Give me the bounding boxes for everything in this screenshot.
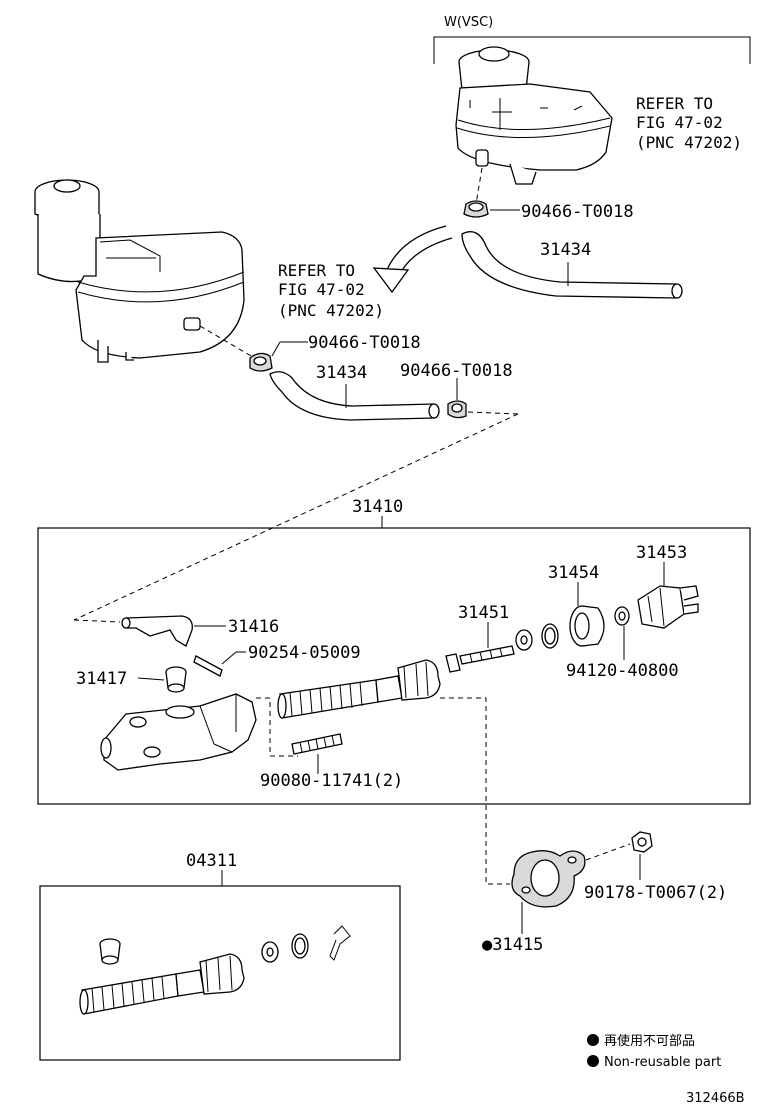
part-31454-boot	[569, 605, 605, 647]
label-31453: 31453	[636, 543, 687, 563]
curved-arrow	[372, 225, 453, 294]
kit-grommet	[99, 938, 121, 965]
clip-left-1	[249, 352, 273, 372]
connection-line-gasket	[440, 697, 510, 885]
part-31417-grommet	[165, 666, 187, 693]
figure-id: 312466B	[686, 1091, 745, 1106]
label-clip-left-1: 90466-T0018	[308, 333, 421, 353]
snap-ring	[541, 623, 559, 649]
label-31410: 31410	[352, 497, 403, 517]
legend: 再使用不可部品 Non-reusable part	[587, 1033, 721, 1070]
label-90178: 90178-T0067(2)	[584, 883, 727, 903]
refer-upper-line2: FIG 47-02	[636, 113, 723, 132]
repair-kit-04311-box	[39, 885, 401, 1061]
washer	[515, 629, 533, 651]
connection-line-to-assembly	[73, 413, 519, 621]
label-clip-left-2: 90466-T0018	[400, 361, 513, 381]
connection-line-upper	[475, 167, 483, 205]
vsc-variant-bracket: W(VSC)	[433, 15, 751, 64]
kit-snap-ring	[291, 933, 309, 959]
part-94120-nut	[614, 606, 630, 626]
refer-left-line2: FIG 47-02	[278, 280, 365, 299]
non-reusable-dot-icon	[587, 1055, 599, 1067]
assembly-31410-box	[37, 527, 751, 805]
legend-line1: 再使用不可部品	[604, 1033, 695, 1049]
kit-piston-assembly	[79, 953, 245, 1015]
label-31417: 31417	[76, 669, 127, 689]
part-31415-gasket	[511, 850, 586, 908]
label-31454: 31454	[548, 563, 599, 583]
hose-upper	[461, 231, 683, 299]
label-hose-upper: 31434	[540, 240, 591, 260]
label-31415: ●31415	[482, 935, 543, 955]
legend-line2: Non-reusable part	[604, 1055, 721, 1070]
refer-upper-line3: (PNC 47202)	[636, 133, 742, 152]
label-31451: 31451	[458, 603, 509, 623]
part-90254-pin	[193, 655, 223, 677]
leader-clip-left-1	[271, 341, 281, 357]
refer-upper-line1: REFER TO	[636, 94, 713, 113]
non-reusable-dot-icon	[587, 1034, 599, 1046]
refer-left-line1: REFER TO	[278, 261, 355, 280]
clip-upper	[463, 200, 489, 218]
part-31451-bolt	[445, 645, 515, 673]
label-90080: 90080-11741(2)	[260, 771, 403, 791]
reservoir-left	[34, 179, 245, 363]
vsc-variant-label: W(VSC)	[444, 15, 493, 30]
label-hose-left: 31434	[316, 363, 367, 383]
part-90080-stud	[291, 733, 343, 755]
connection-line-left	[199, 325, 259, 361]
clip-left-2	[447, 400, 467, 419]
label-90254: 90254-05009	[248, 643, 361, 663]
label-94120: 94120-40800	[566, 661, 679, 681]
kit-washer	[261, 941, 279, 963]
piston-assembly	[277, 659, 441, 719]
part-31453-clevis	[637, 585, 699, 629]
part-31416	[121, 615, 193, 647]
master-cylinder-body	[100, 693, 257, 771]
label-clip-upper: 90466-T0018	[521, 202, 634, 222]
label-04311: 04311	[186, 851, 237, 871]
part-90178-nut	[631, 831, 653, 853]
hose-left	[269, 371, 440, 421]
label-31416: 31416	[228, 617, 279, 637]
reservoir-upper-vsc	[455, 46, 613, 185]
kit-clip	[329, 925, 351, 961]
refer-left-line3: (PNC 47202)	[278, 301, 384, 320]
